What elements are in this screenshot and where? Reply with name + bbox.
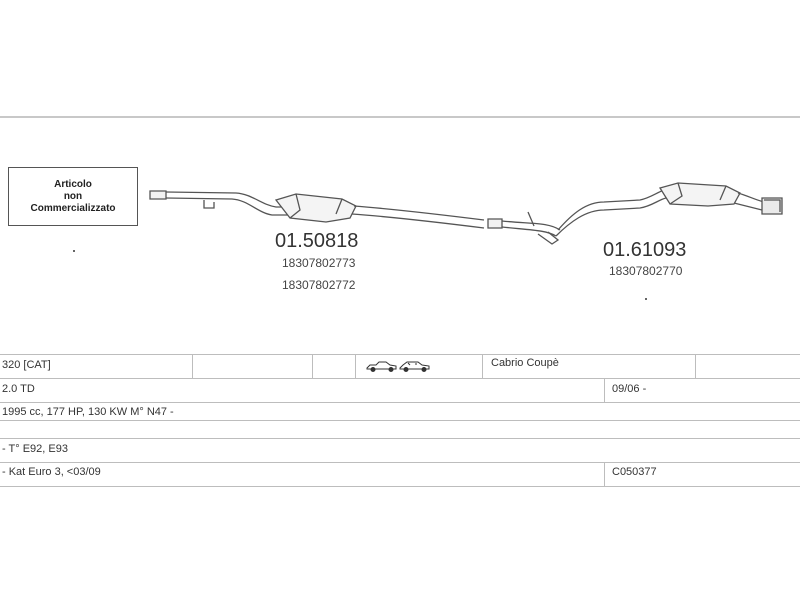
front-pipe-with-middle-silencer (149, 190, 485, 229)
engine-cell: 2.0 TD (2, 383, 35, 395)
notice-line-3: Commercializzato (30, 202, 116, 214)
cabrio-coupe-car-icon (366, 359, 432, 378)
table-top-border (0, 354, 800, 355)
notice-line-2: non (63, 190, 83, 202)
engine-spec-cell: 1995 cc, 177 HP, 130 KW M° N47 - (2, 406, 174, 418)
table-row-divider (0, 462, 800, 463)
top-border (0, 116, 800, 118)
body-type-cell: Cabrio Coupè (491, 357, 559, 369)
table-col-divider (695, 354, 696, 378)
table-bottom-border (0, 486, 800, 487)
part-ref-rear-1: 18307802770 (609, 264, 683, 278)
table-col-divider (604, 462, 605, 486)
table-row-divider (0, 378, 800, 379)
table-row-divider (0, 402, 800, 403)
table-row-divider (0, 438, 800, 439)
exhaust-system-diagram (149, 182, 783, 245)
part-code-rear[interactable]: 01.61093 (603, 239, 687, 261)
part-ref-middle-2: 18307802772 (282, 278, 356, 292)
vehicle-type-cell: - T° E92, E93 (2, 443, 68, 455)
table-col-divider (355, 354, 356, 378)
table-col-divider (482, 354, 483, 378)
production-date-cell: 09/06 - (612, 383, 647, 395)
kit-code-cell: C050377 (612, 466, 657, 478)
table-col-divider (604, 378, 605, 402)
emission-class-cell: - Kat Euro 3, <03/09 (2, 466, 101, 478)
marker-dot (73, 250, 75, 252)
table-col-divider (192, 354, 193, 378)
table-row-divider (0, 420, 800, 421)
notice-line-1: Articolo (54, 178, 92, 190)
model-cell: 320 [CAT] (2, 359, 51, 371)
part-code-middle[interactable]: 01.50818 (275, 230, 359, 252)
marker-dot (645, 298, 647, 300)
table-col-divider (312, 354, 313, 378)
rear-pipe-with-rear-silencer (487, 182, 783, 245)
part-ref-middle-1: 18307802773 (282, 256, 356, 270)
not-sold-notice: Articolo non Commercializzato (8, 167, 138, 226)
